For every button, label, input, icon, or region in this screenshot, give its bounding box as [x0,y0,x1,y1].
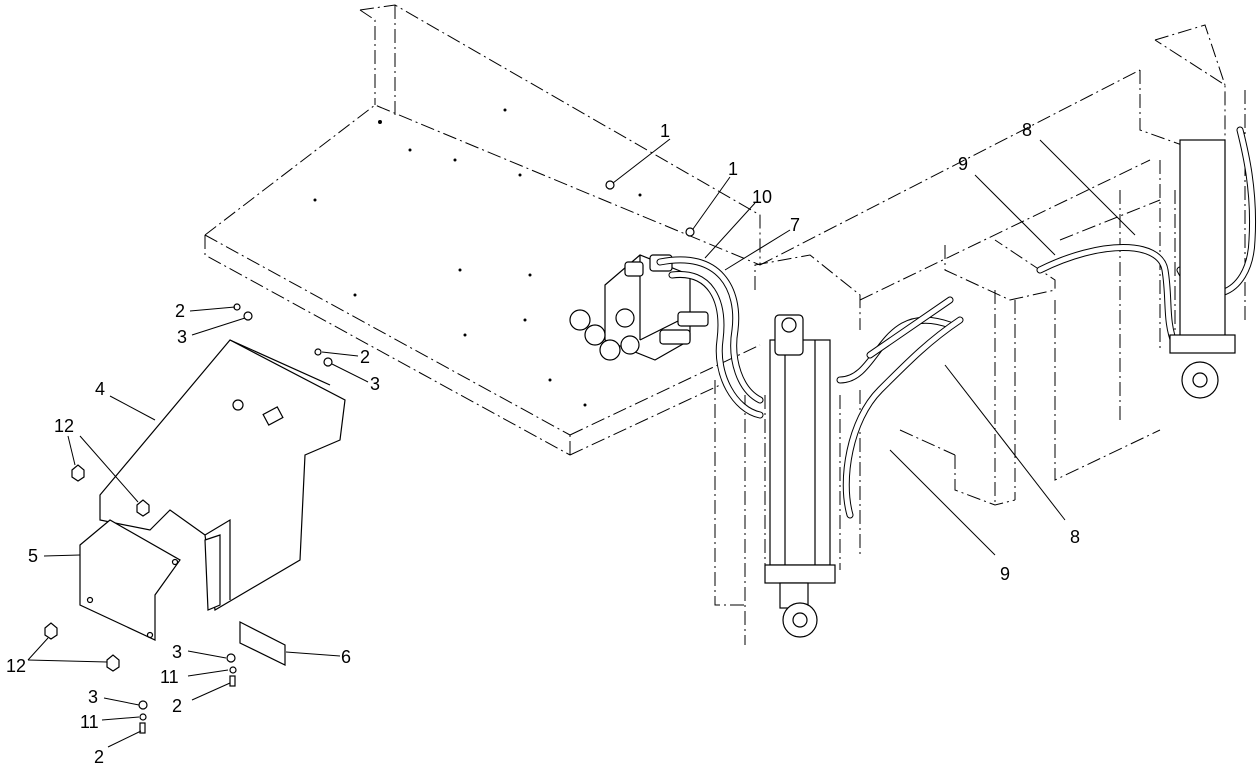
cover-assembly [79,339,346,666]
callout-1-upper: 1 [660,121,670,141]
leader-lines [27,138,1136,748]
callout-2-mid: 2 [172,696,182,716]
callout-4: 4 [95,379,105,399]
control-valve [569,254,709,361]
callout-9-top: 9 [958,154,968,174]
callout-2-upper-left: 2 [175,301,185,321]
callout-2-bottom: 2 [94,747,104,767]
right-cylinder [1169,139,1236,399]
callouts: 1 1 10 7 9 8 2 3 2 3 4 12 5 12 3 11 2 6 … [6,120,1080,767]
platform-holes [313,108,642,407]
callout-8-bottom: 8 [1070,527,1080,547]
callout-3-upper-left: 3 [177,327,187,347]
callout-11-bottom: 11 [80,712,99,732]
callout-8-top: 8 [1022,120,1032,140]
callout-12-top: 12 [54,416,74,436]
callout-3-upper-right: 3 [370,374,380,394]
callout-6: 6 [341,647,351,667]
callout-5: 5 [28,546,38,566]
hoses [656,126,1257,519]
callout-7: 7 [790,215,800,235]
callout-1-lower: 1 [728,159,738,179]
left-cylinder [764,314,836,638]
callout-9-bottom: 9 [1000,564,1010,584]
callout-12-bottom: 12 [6,656,26,676]
callout-2-upper-right: 2 [360,347,370,367]
callout-11-mid: 11 [160,667,179,687]
callout-10: 10 [752,187,772,207]
callout-3-bottom: 3 [88,687,98,707]
ghost-frame [204,4,1246,645]
hardware [44,180,695,734]
callout-3-mid: 3 [172,642,182,662]
